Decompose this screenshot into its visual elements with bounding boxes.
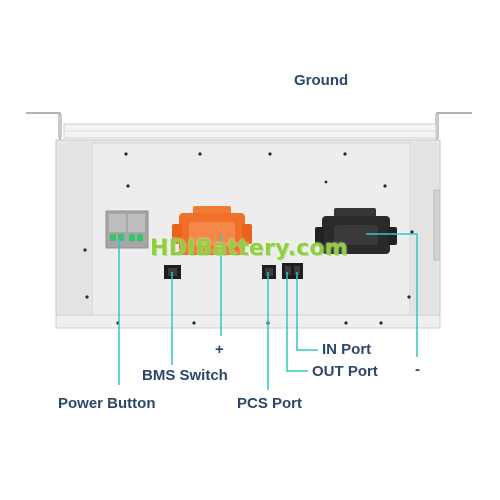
pcs-port-label: PCS Port	[237, 395, 303, 412]
out-in-ports[interactable]	[282, 263, 303, 279]
pcs-port[interactable]	[262, 265, 276, 279]
power-button-label: Power Button	[58, 395, 156, 412]
out-port-label: OUT Port	[312, 363, 378, 380]
minus-label: -	[415, 361, 420, 378]
callout-lines	[118, 233, 418, 390]
mounting-bracket-right	[435, 112, 472, 140]
plus-label: +	[215, 341, 224, 358]
bottom-strip	[55, 314, 441, 329]
ground-label: Ground	[294, 72, 349, 89]
mounting-bracket-left	[26, 112, 62, 140]
panel-screws	[83, 152, 414, 325]
side-handle	[433, 189, 441, 261]
negative-terminal[interactable]	[315, 208, 397, 254]
watermark-text: HDIBattery.com	[150, 236, 348, 261]
bms-switch-label: BMS Switch	[142, 367, 228, 384]
power-button[interactable]	[105, 210, 149, 249]
in-port-label: IN Port	[322, 341, 372, 358]
positive-terminal[interactable]	[172, 206, 252, 255]
